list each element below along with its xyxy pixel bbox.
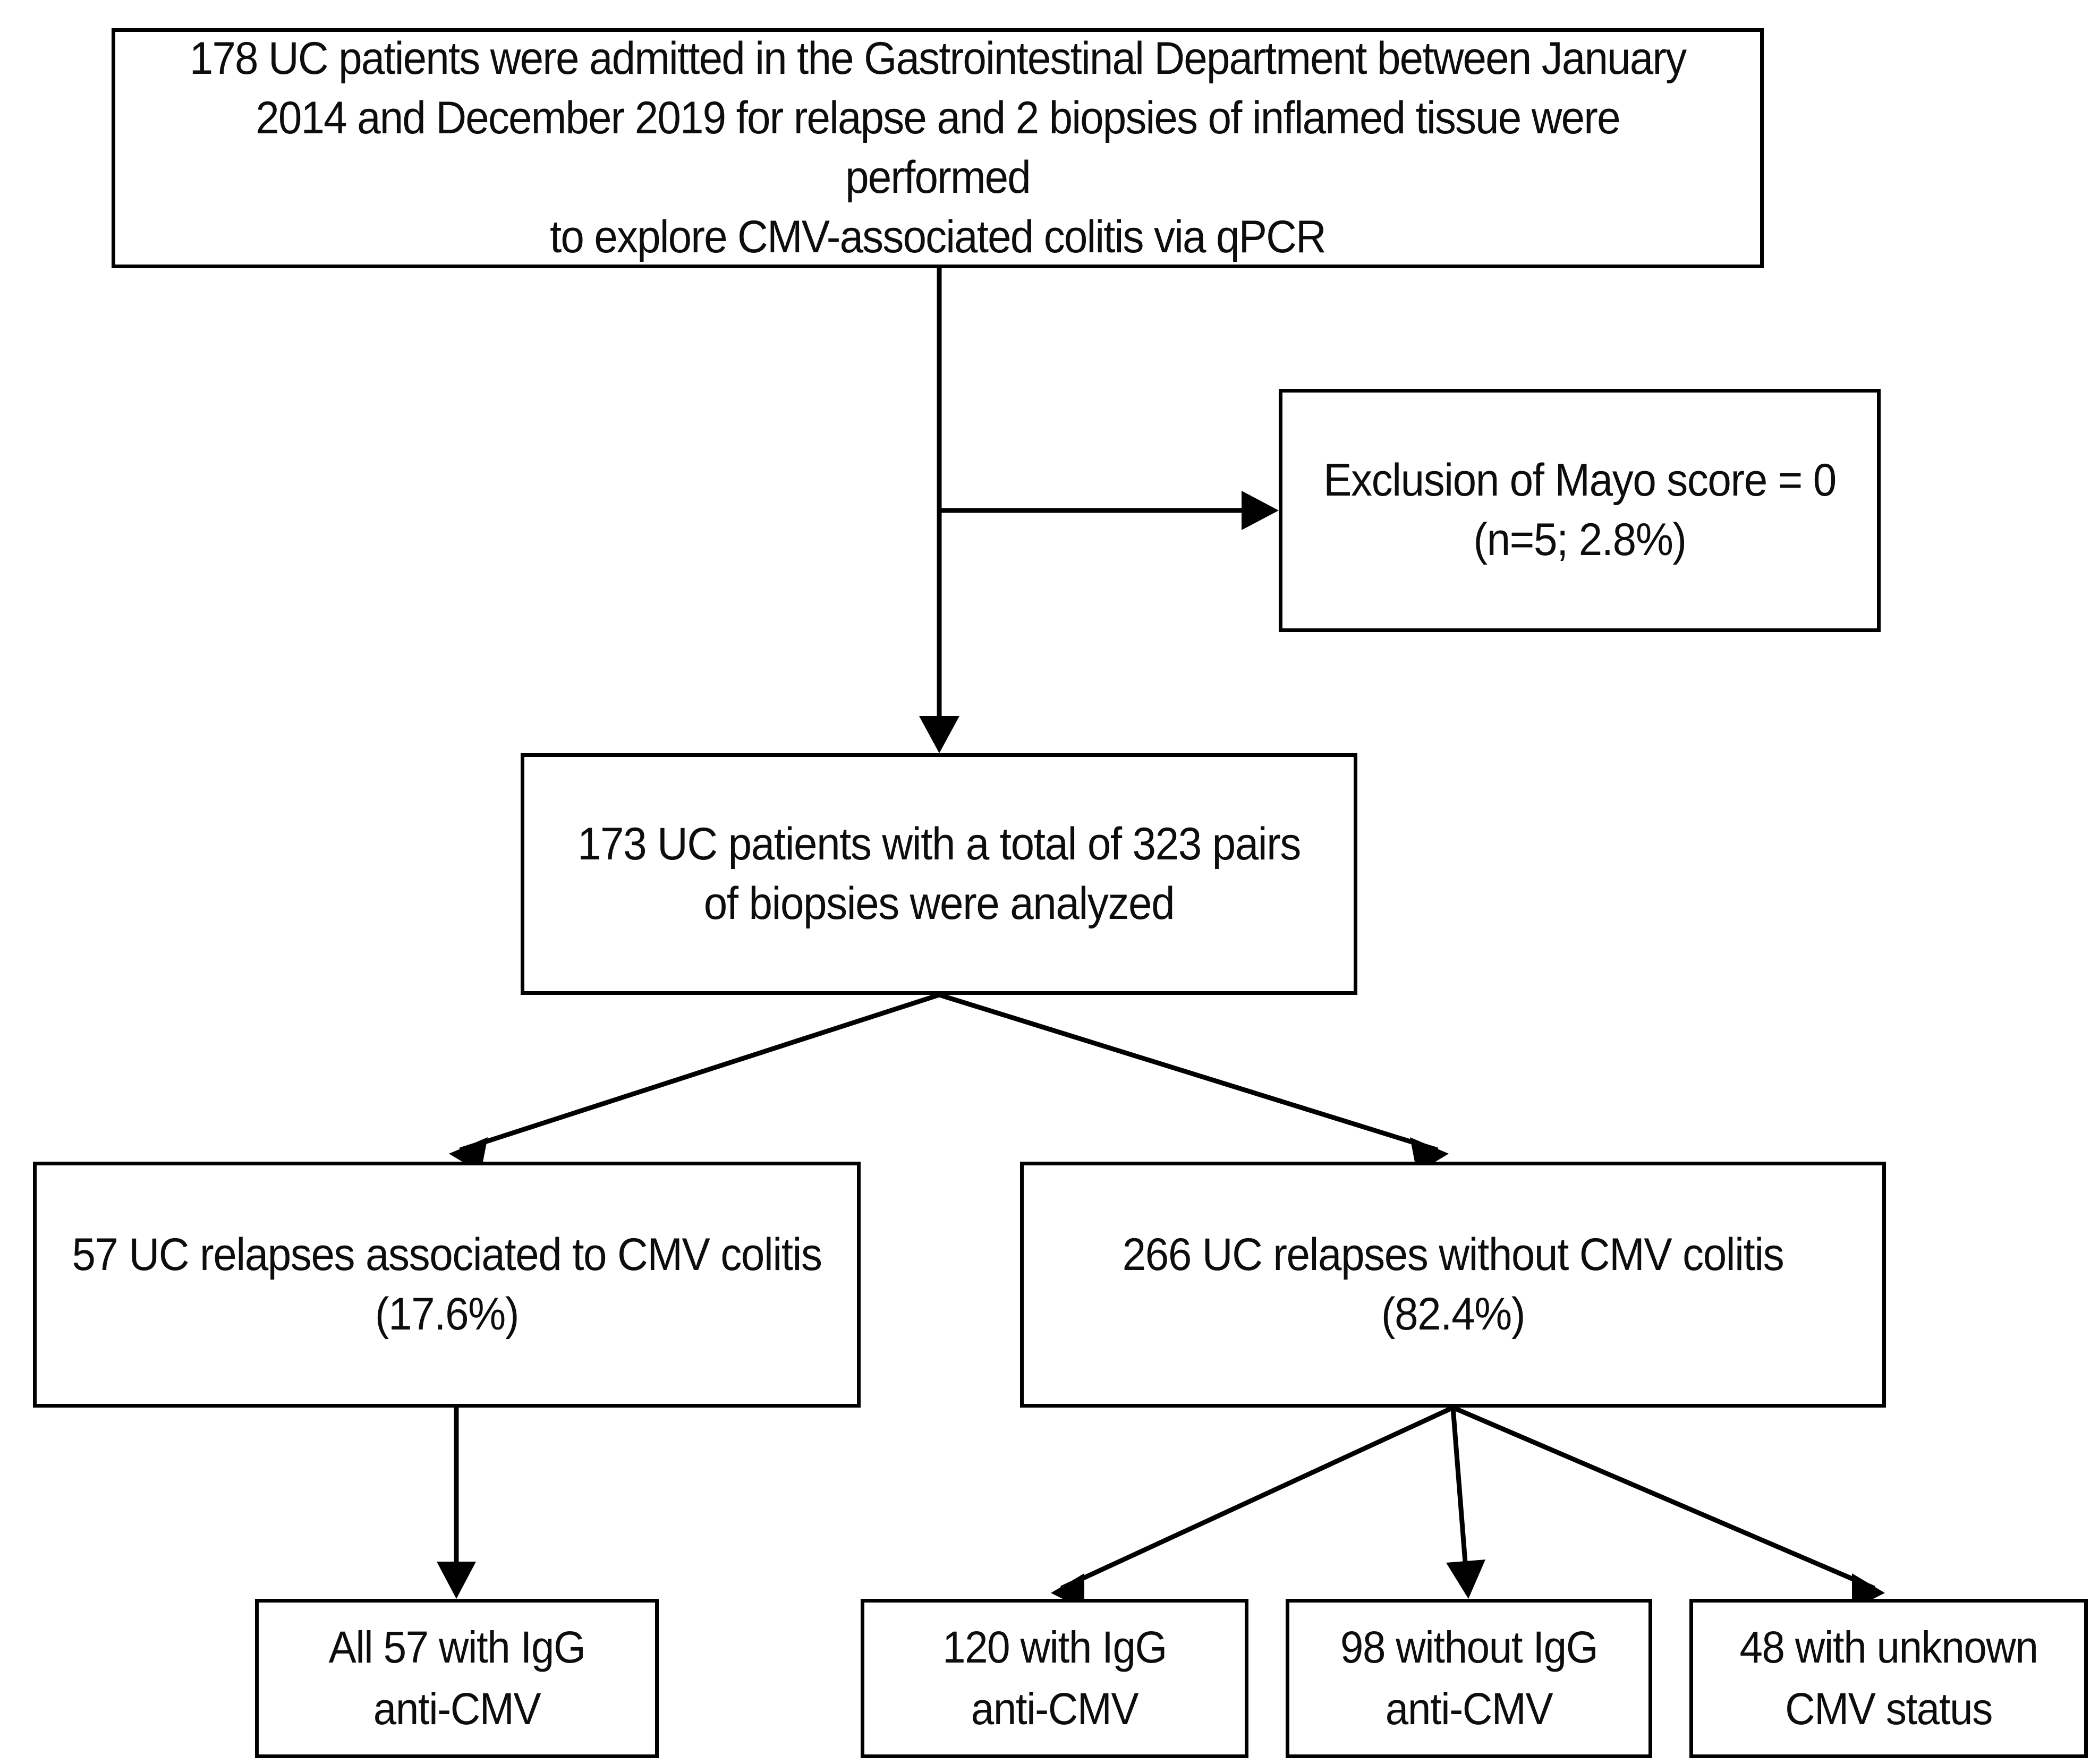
node-exclusion-mayo-zero-label: Exclusion of Mayo score = 0 (n=5; 2.8%): [1323, 455, 1837, 565]
node-cmv-negative-relapses: 266 UC relapses without CMV colitis (82.…: [1020, 1162, 1886, 1408]
node-source-cohort-label: 178 UC patients were admitted in the Gas…: [189, 33, 1687, 262]
edge-cmv-negative-to-igg-98: [1446, 1407, 1485, 1599]
edge-analyzed-to-cmv-negative: [938, 992, 1449, 1173]
node-igg-98: 98 without IgG anti-CMV: [1286, 1599, 1652, 1758]
node-analyzed-cohort-label: 173 UC patients with a total of 323 pair…: [577, 818, 1301, 929]
node-cmv-positive-relapses: 57 UC relapses associated to CMV colitis…: [33, 1162, 861, 1408]
node-igg-all57: All 57 with IgG anti-CMV: [255, 1599, 659, 1758]
edge-source-to-exclusion: [939, 491, 1279, 530]
node-source-cohort: 178 UC patients were admitted in the Gas…: [112, 28, 1764, 268]
node-igg-120-label: 120 with IgG anti-CMV: [942, 1622, 1167, 1734]
node-igg-unknown-status: 48 with unknown CMV status: [1689, 1599, 2088, 1758]
node-exclusion-mayo-zero: Exclusion of Mayo score = 0 (n=5; 2.8%): [1279, 389, 1881, 632]
edge-source-to-analyzed: [919, 268, 959, 753]
node-analyzed-cohort: 173 UC patients with a total of 323 pair…: [521, 753, 1357, 995]
node-igg-all57-label: All 57 with IgG anti-CMV: [328, 1622, 586, 1734]
node-igg-98-label: 98 without IgG anti-CMV: [1340, 1622, 1599, 1734]
node-igg-120: 120 with IgG anti-CMV: [861, 1599, 1248, 1758]
node-igg-unknown-status-label: 48 with unknown CMV status: [1739, 1622, 2038, 1734]
edge-cmv-negative-to-igg-unknown: [1452, 1405, 1885, 1609]
edge-cmv-positive-to-igg-all57: [437, 1408, 476, 1599]
edge-analyzed-to-cmv-positive: [449, 992, 940, 1173]
node-cmv-negative-relapses-label: 266 UC relapses without CMV colitis (82.…: [1122, 1229, 1784, 1340]
edge-cmv-negative-to-igg-120: [1051, 1405, 1454, 1609]
node-cmv-positive-relapses-label: 57 UC relapses associated to CMV colitis…: [72, 1229, 822, 1340]
